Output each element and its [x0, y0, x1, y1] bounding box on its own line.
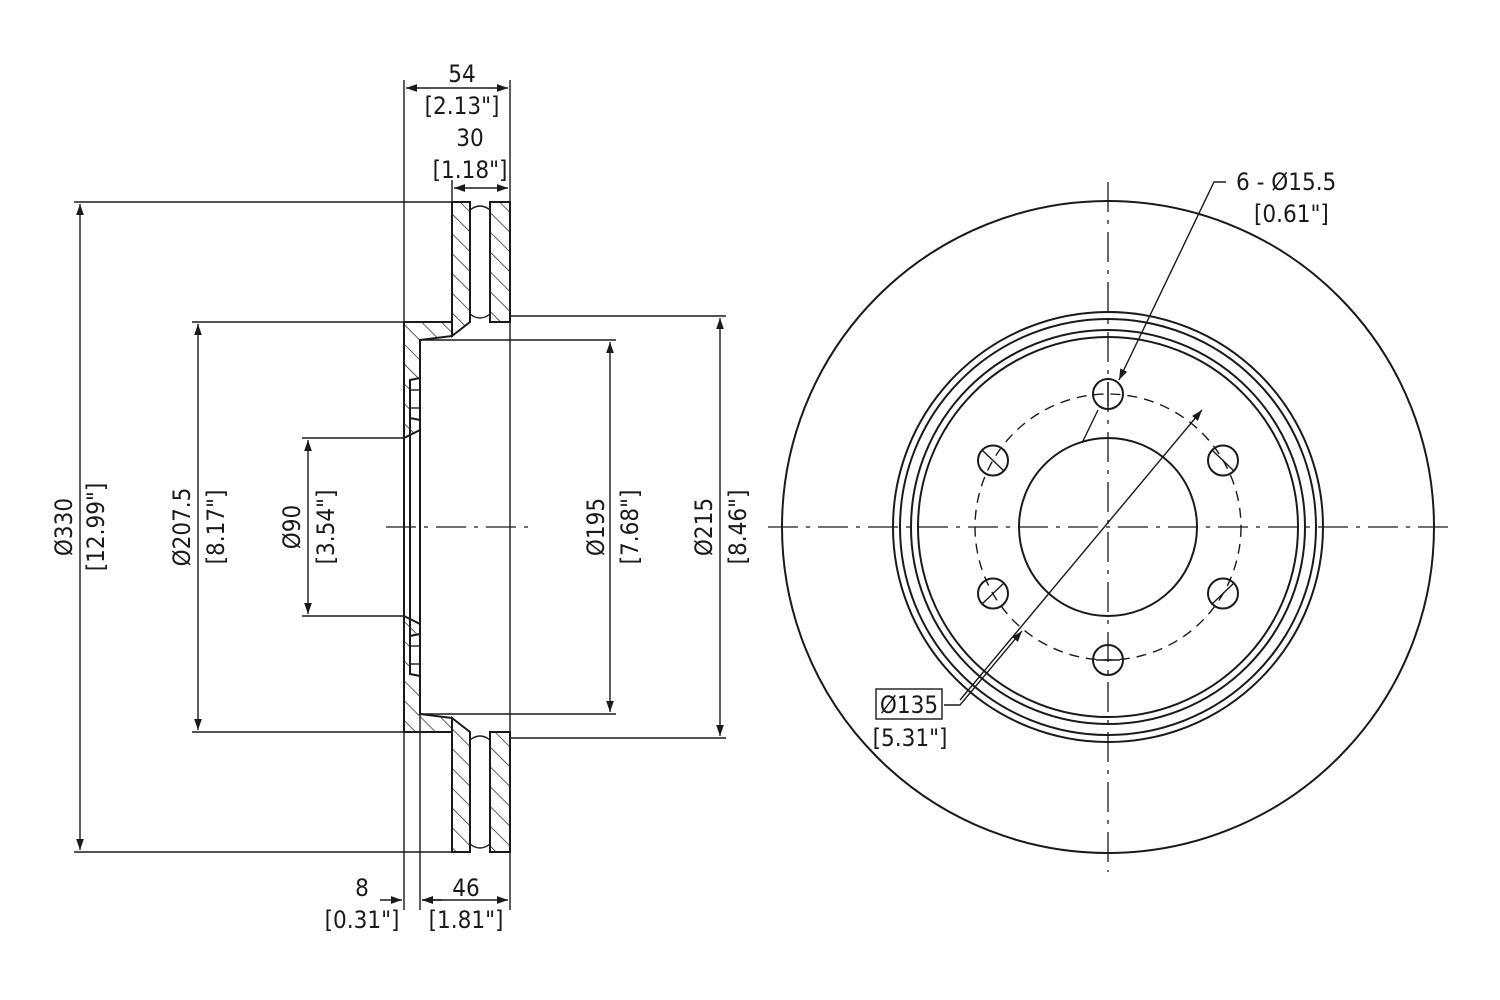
bolt-hole-6: [977, 444, 1009, 477]
label-bolt-circle-mm: Ø135: [880, 691, 938, 719]
label-hat-diameter-in: [8.17"]: [202, 490, 230, 565]
label-outer-diameter-mm: Ø330: [50, 498, 78, 556]
label-center-bore-in: [3.54"]: [312, 490, 340, 565]
label-hat-height-in: [1.81"]: [429, 906, 504, 934]
section-hat-wall-top: [403, 321, 453, 440]
label-inner-diameter-in: [7.68"]: [616, 490, 644, 565]
label-friction-width-in: [1.18"]: [433, 156, 508, 184]
section-outer-plate-top: [451, 201, 471, 339]
label-hat-height-mm: 46: [452, 874, 479, 902]
section-view: [386, 201, 530, 853]
section-hat-wall-bottom: [403, 614, 453, 733]
bolt-circle-label-box: [875, 688, 943, 720]
label-outer-diameter-in: [12.99"]: [82, 483, 110, 572]
front-view: 6 - Ø15.5 [0.61"] Ø135 [5.31"]: [768, 168, 1452, 872]
label-hat-thickness-mm: 8: [355, 874, 369, 902]
label-bolt-holes-mm: 6 - Ø15.5: [1236, 168, 1336, 196]
label-overall-width-mm: 54: [448, 60, 475, 88]
bolt-hole-3: [1207, 577, 1239, 610]
label-hat-outer-diameter-mm: Ø215: [690, 498, 718, 556]
label-hat-thickness-in: [0.31"]: [325, 906, 400, 934]
label-bolt-circle-in: [5.31"]: [873, 724, 948, 752]
label-inner-diameter-mm: Ø195: [582, 498, 610, 556]
bolt-hole-5: [977, 577, 1009, 610]
label-friction-width-mm: 30: [456, 124, 483, 152]
section-dimensions: 54 [2.13"] 30 [1.18"] 8 [0.31"] 46 [1.81…: [50, 60, 752, 934]
label-hat-outer-diameter-in: [8.46"]: [724, 490, 752, 565]
section-outer-plate-bottom: [451, 715, 471, 853]
label-bolt-holes-in: [0.61"]: [1254, 200, 1329, 228]
section-inner-plate-top: [489, 201, 511, 323]
section-inner-plate-bottom: [489, 731, 511, 853]
label-overall-width-in: [2.13"]: [425, 92, 500, 120]
bolt-hole-2: [1207, 444, 1239, 477]
bolt-circle-diameter-line: [959, 409, 1203, 701]
label-center-bore-mm: Ø90: [278, 505, 306, 549]
label-hat-diameter-mm: Ø207.5: [168, 488, 196, 567]
